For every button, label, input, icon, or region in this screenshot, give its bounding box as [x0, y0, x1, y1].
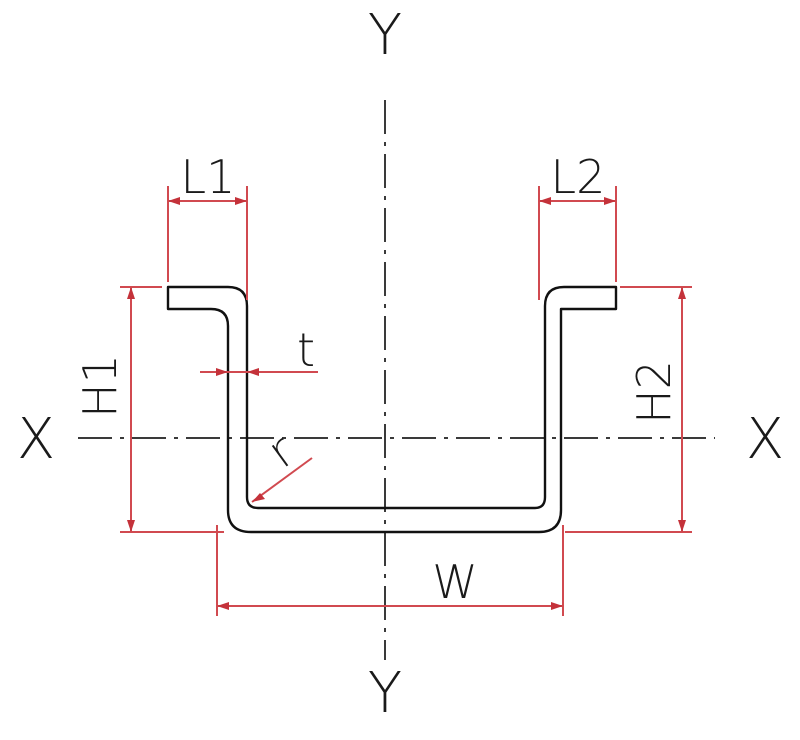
dimension-l1	[167, 186, 248, 300]
x-axis-label-right: X	[746, 407, 784, 472]
dimension-r-label: r	[257, 424, 304, 479]
dimension-w-label: W	[432, 555, 477, 609]
dimension-w	[216, 525, 564, 616]
dimension-h2-label: H2	[627, 360, 681, 424]
dimension-l2-label: L2	[551, 150, 606, 204]
dimension-r	[251, 457, 313, 503]
channel-profile-outer	[166, 285, 618, 534]
dimension-t-label: t	[297, 323, 315, 377]
dimension-h1	[120, 286, 224, 533]
x-axis-label-left: X	[17, 407, 55, 472]
y-axis-label-top: Y	[368, 3, 402, 68]
dimension-t	[200, 368, 318, 376]
dimension-h1-label: H1	[73, 354, 127, 418]
y-axis-label-bottom: Y	[368, 661, 402, 726]
dimension-h2	[565, 286, 692, 533]
dimension-l2	[538, 186, 617, 300]
dimension-l1-label: L1	[181, 150, 236, 204]
